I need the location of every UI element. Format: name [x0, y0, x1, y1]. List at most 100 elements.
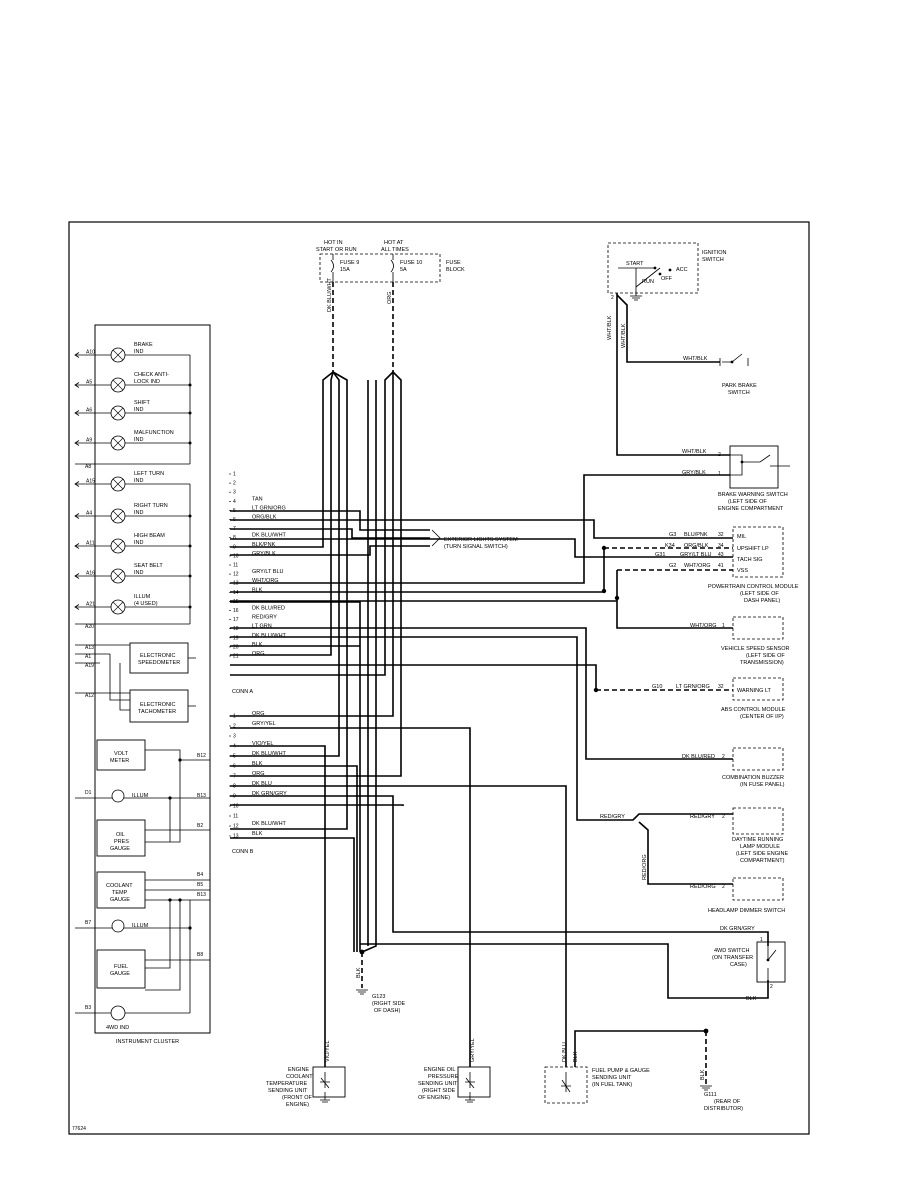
svg-text:SEAT BELT: SEAT BELT: [134, 563, 163, 569]
park-brake-switch: WHT/BLK PARK BRAKE SWITCH: [683, 353, 757, 396]
svg-text:FUEL: FUEL: [114, 964, 128, 970]
svg-text:SWITCH: SWITCH: [728, 390, 750, 396]
svg-text:VEHICLE SPEED SENSOR: VEHICLE SPEED SENSOR: [721, 646, 789, 652]
svg-text:BLK: BLK: [746, 996, 757, 1002]
conn-a-pin: 1: [229, 472, 236, 478]
svg-text:WHT/ORG: WHT/ORG: [690, 623, 717, 629]
svg-text:ORG: ORG: [252, 771, 265, 777]
svg-text:RUN: RUN: [642, 279, 654, 285]
svg-text:17: 17: [233, 617, 239, 623]
svg-text:ORG: ORG: [387, 291, 393, 304]
svg-text:G10: G10: [652, 684, 662, 690]
svg-text:DK BLU/WHT: DK BLU/WHT: [252, 533, 287, 539]
svg-text:METER: METER: [110, 758, 129, 764]
svg-text:IGNITION: IGNITION: [702, 250, 726, 256]
svg-text:32: 32: [718, 684, 724, 690]
svg-text:IND: IND: [134, 540, 144, 546]
svg-text:HIGH BEAM: HIGH BEAM: [134, 533, 165, 539]
conn-a-pin: 2: [229, 481, 236, 487]
svg-text:G2: G2: [669, 563, 676, 569]
fuel-pump-gauge-sender: DK BLU BLK FUEL PUMP & GAUGE SENDING UNI…: [544, 1042, 650, 1104]
fuel-gauge: FUEL GAUGE: [96, 949, 146, 989]
svg-text:B4: B4: [197, 872, 203, 878]
svg-text:1: 1: [718, 471, 721, 477]
svg-text:9: 9: [233, 544, 236, 550]
svg-text:ORG: ORG: [252, 651, 265, 657]
svg-text:4WD SWITCH: 4WD SWITCH: [714, 948, 749, 954]
svg-text:19: 19: [233, 635, 239, 641]
svg-text:BLK: BLK: [252, 587, 263, 593]
svg-text:14: 14: [233, 590, 239, 596]
svg-text:HOT AT: HOT AT: [384, 240, 404, 246]
svg-text:IND: IND: [134, 510, 144, 516]
svg-text:MIL: MIL: [737, 534, 746, 540]
svg-text:(LEFT SIDE OF: (LEFT SIDE OF: [746, 653, 785, 659]
svg-text:5: 5: [233, 508, 236, 514]
svg-text:DK GRN/GRY: DK GRN/GRY: [720, 926, 755, 932]
svg-text:VOLT: VOLT: [114, 751, 129, 757]
voltmeter: VOLT METER: [96, 739, 146, 771]
svg-text:GRY/YEL: GRY/YEL: [252, 721, 276, 727]
svg-text:IND: IND: [134, 407, 144, 413]
svg-text:SHIFT: SHIFT: [134, 400, 151, 406]
svg-text:DK BLU/WHT: DK BLU/WHT: [252, 751, 287, 757]
instrument-cluster-label: INSTRUMENT CLUSTER: [116, 1039, 179, 1045]
svg-text:4: 4: [233, 744, 236, 750]
conn-b-pin: 10: [229, 804, 239, 810]
figure-id: 77624: [72, 1126, 86, 1132]
svg-text:13: 13: [233, 834, 239, 840]
svg-text:1: 1: [233, 714, 236, 720]
svg-text:(FRONT OF: (FRONT OF: [282, 1095, 312, 1101]
svg-text:A9: A9: [86, 438, 92, 444]
svg-text:MALFUNCTION: MALFUNCTION: [134, 430, 174, 436]
svg-text:A12: A12: [85, 693, 94, 699]
svg-text:WHT/ORG: WHT/ORG: [252, 578, 279, 584]
svg-text:RED/ORG: RED/ORG: [642, 854, 648, 880]
powertrain-control-module: MIL UPSHIFT LP TACH SIG VSS G3 BLU/PNK 3…: [655, 526, 799, 604]
svg-text:DK BLU: DK BLU: [562, 1042, 568, 1062]
svg-text:LOCK IND: LOCK IND: [134, 379, 160, 385]
svg-text:SENDING UNIT: SENDING UNIT: [592, 1075, 632, 1081]
svg-text:2: 2: [233, 481, 236, 487]
svg-text:2: 2: [722, 754, 725, 760]
svg-text:(CENTER OF I/P): (CENTER OF I/P): [740, 714, 784, 720]
svg-text:B13: B13: [197, 793, 206, 799]
svg-text:PRESSURE: PRESSURE: [428, 1074, 459, 1080]
svg-text:START OR RUN: START OR RUN: [316, 247, 357, 253]
svg-text:OF ENGINE): OF ENGINE): [418, 1095, 450, 1101]
svg-text:12: 12: [233, 572, 239, 578]
svg-text:ALL TIMES: ALL TIMES: [381, 247, 409, 253]
engine-oil-pressure-sender: GRY/YEL ENGINE OIL PRESSURE SENDING UNIT…: [418, 1038, 491, 1103]
svg-text:ENGINE: ENGINE: [288, 1067, 309, 1073]
svg-text:B7: B7: [85, 920, 91, 926]
svg-text:TAN: TAN: [252, 496, 263, 502]
svg-text:GRY/LT BLU: GRY/LT BLU: [252, 569, 284, 575]
svg-text:COOLANT: COOLANT: [106, 883, 133, 889]
svg-text:15: 15: [233, 599, 239, 605]
svg-text:ILLUM: ILLUM: [132, 923, 149, 929]
headlamp-dimmer-switch: RED/ORG 2 RED/ORG HEADLAMP DIMMER SWITCH: [642, 854, 785, 914]
svg-text:(4 USED): (4 USED): [134, 601, 158, 607]
daytime-running-lamp-module: RED/GRY 2 RED/GRY DAYTIME RUNNING LAMP M…: [600, 807, 788, 864]
svg-text:B8: B8: [197, 952, 203, 958]
svg-text:(RIGHT SIDE: (RIGHT SIDE: [372, 1001, 406, 1007]
ground-g111: BLK G111 (REAR OF DISTRIBUTOR): [700, 1028, 743, 1112]
oil-pressure-gauge: OIL PRES GAUGE: [96, 819, 146, 857]
svg-text:8: 8: [233, 784, 236, 790]
svg-text:16: 16: [233, 608, 239, 614]
svg-text:SENDING UNIT: SENDING UNIT: [418, 1081, 458, 1087]
svg-text:TACH SIG: TACH SIG: [737, 557, 763, 563]
